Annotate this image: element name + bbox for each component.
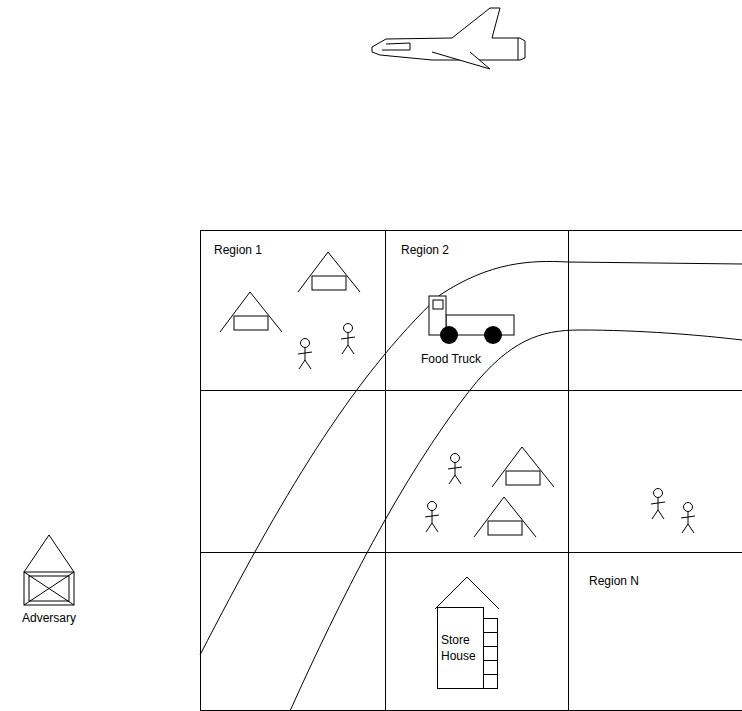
- truck-drawing: [419, 291, 519, 351]
- dwellings: [220, 252, 554, 537]
- airplane: [372, 8, 525, 69]
- building-label: Store House: [441, 632, 481, 664]
- people: [298, 324, 695, 534]
- road: [200, 261, 742, 711]
- building-label: Food Truck: [419, 351, 483, 367]
- adversary-house: [13, 530, 85, 608]
- region-label: Region 1: [214, 242, 262, 258]
- map-region: Region 1: [200, 230, 386, 391]
- map-region: Food Truck Region 2: [385, 230, 569, 391]
- building-label: Adversary: [22, 610, 76, 626]
- storehouse-drawing: [432, 572, 502, 690]
- food-truck: Food Truck: [419, 291, 519, 371]
- adversary-building: Adversary: [13, 530, 85, 630]
- store-house: Store House: [432, 572, 502, 690]
- region-label: Region N: [589, 573, 639, 589]
- map-grid: [200, 230, 742, 711]
- region-label: Region 2: [401, 242, 449, 258]
- map-region: Region N: [568, 552, 742, 711]
